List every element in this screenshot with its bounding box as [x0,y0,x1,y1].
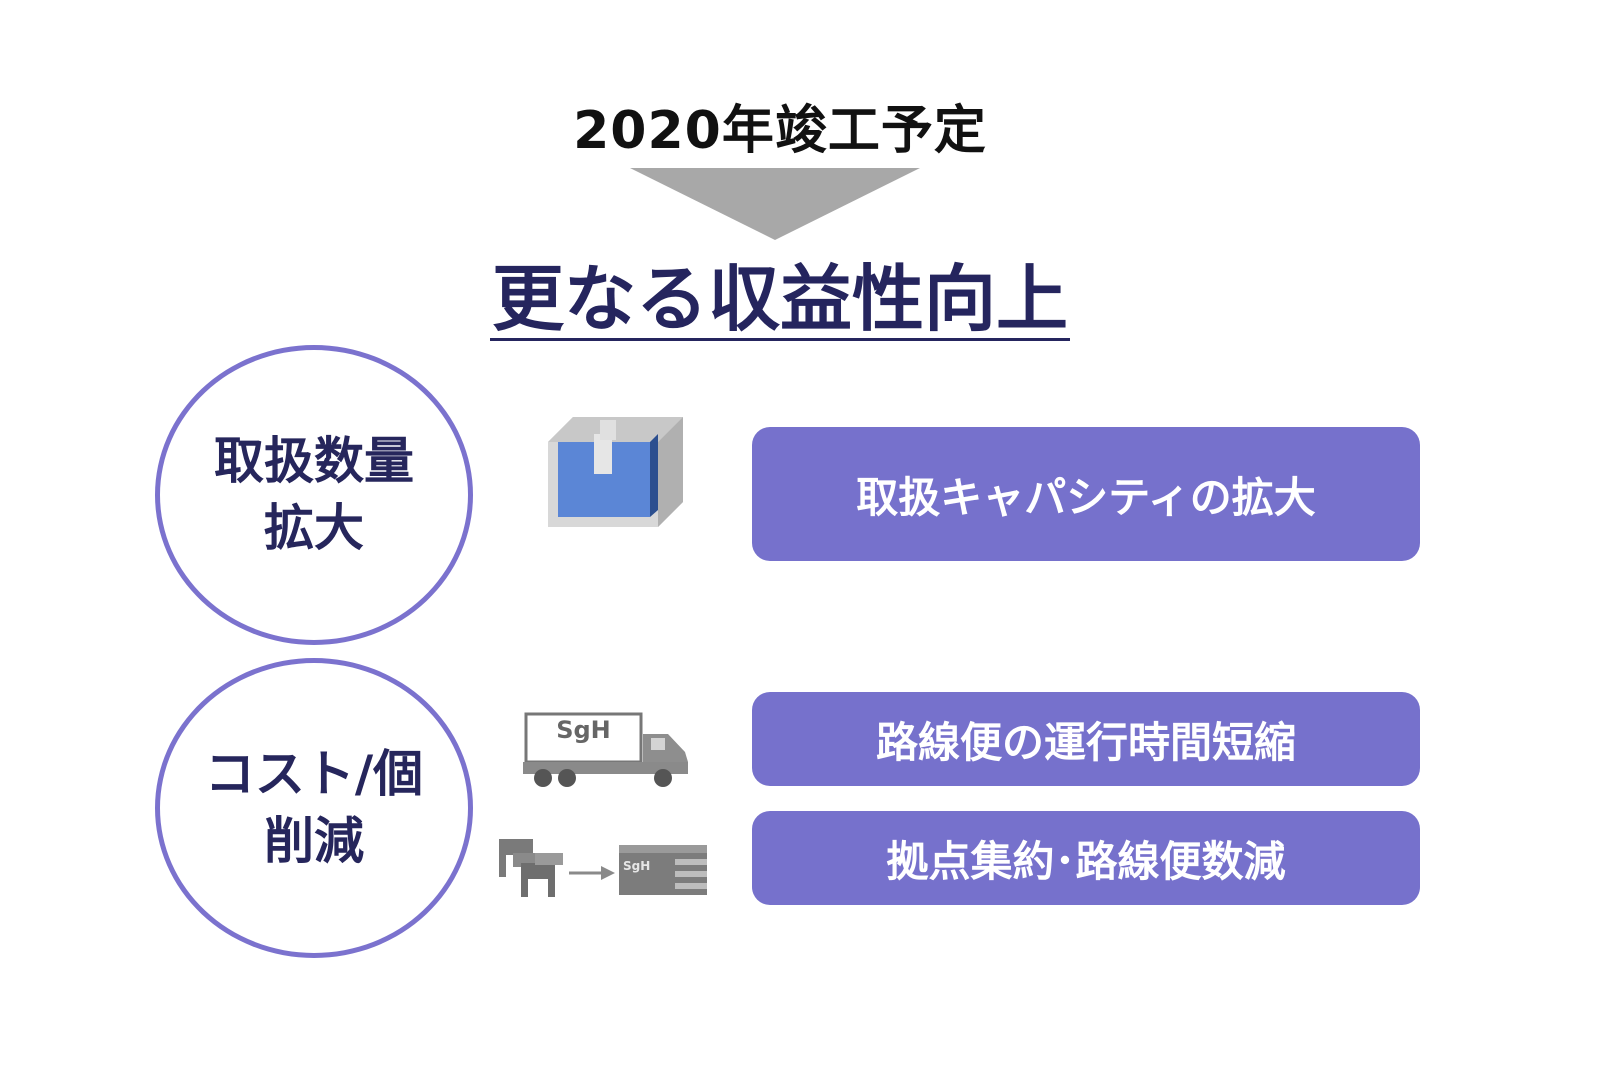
hub-consolidation-icon: SgH [495,835,715,900]
circle-cost-reduction: コスト/個 削減 [155,658,473,958]
facility-label: SgH [623,859,651,873]
completion-note: 2020年竣工予定 [573,101,987,161]
circle-volume-expansion: 取扱数量 拡大 [155,345,473,645]
truck-icon: SgH [523,712,693,792]
measure-label: 拠点集約･路線便数減 [886,836,1286,886]
measure-label: 取扱キャパシティの拡大 [856,472,1316,522]
measure-route-time: 路線便の運行時間短縮 [752,692,1420,786]
measure-label: 路線便の運行時間短縮 [875,717,1296,767]
headline: 更なる収益性向上 [489,257,1070,341]
measure-hub-consolidation: 拠点集約･路線便数減 [752,811,1420,905]
down-arrow-icon [630,168,920,240]
circle-line: 取扱数量 [214,431,414,490]
truck-label: SgH [556,716,611,744]
measure-handling-capacity: 取扱キャパシティの拡大 [752,427,1420,561]
headline-container: 更なる収益性向上 [0,257,1560,341]
circle-line: 拡大 [264,499,364,557]
parcel-box-icon [548,417,683,527]
circle-line: 削減 [264,812,364,870]
circle-line: コスト/個 [204,744,424,803]
